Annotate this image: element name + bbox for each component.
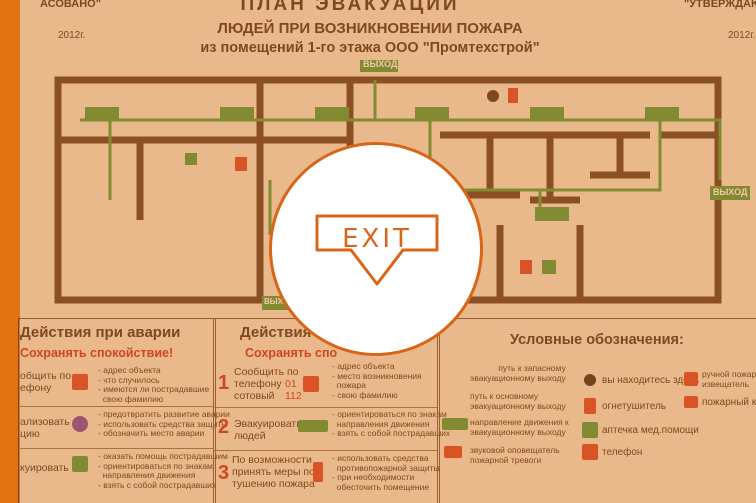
legend-main-exit-path: путь к основному эвакуационному выходу [470, 391, 566, 411]
exit-sign-top: ВЫХОД [363, 59, 398, 69]
fire-subtitle: Сохранять спо [245, 346, 338, 360]
route-signs [85, 88, 679, 274]
legend-direction: направление движения к эвакуационному вы… [470, 417, 569, 437]
legend-spare-exit-path: путь к запасному эвакуационному выходу [470, 363, 566, 383]
route-sign [315, 107, 349, 121]
route-sign [535, 207, 569, 221]
route-sign [415, 107, 449, 121]
accent-bar [0, 0, 20, 503]
you-are-here-icon [487, 90, 499, 102]
first-aid-icon [582, 422, 598, 438]
fire-step-3-notes: - использовать средства противопожарной … [332, 453, 440, 492]
plan-title: ПЛАН ЭВАКУАЦИИ [240, 0, 460, 15]
exit-label: EXIT [342, 224, 412, 254]
accident-panel [18, 318, 216, 503]
alarm-icon [72, 416, 88, 432]
phone-icon [72, 374, 88, 390]
route-sign [530, 107, 564, 121]
fire-step-1-phones: 01 112 [285, 378, 302, 402]
accident-step-1-notes: - адрес объекта - что случилось - имеютс… [98, 365, 210, 404]
accident-step-1-label: общить по ефону [20, 370, 72, 394]
first-aid-icon [72, 456, 88, 472]
phone-icon [582, 444, 598, 460]
fire-hydrant-icon [684, 396, 698, 408]
route-sign-icon [442, 418, 468, 430]
siren-icon [444, 446, 462, 458]
approval-right-date: 2012г. [728, 30, 756, 41]
legend-phone: телефон [602, 447, 643, 458]
legend-first-aid: аптечка мед.помощи [602, 425, 699, 436]
exit-badge [269, 142, 483, 356]
first-aid-icon [542, 260, 556, 274]
divider [20, 448, 214, 449]
extinguisher-icon [508, 88, 518, 103]
approval-left-label: АСОВАНО" [40, 0, 101, 10]
accident-step-2-notes: - предотвратить развитие аварии - исполь… [98, 409, 230, 438]
legend-call-point: ручной пожарный извещатель [702, 369, 756, 389]
plan-company: из помещений 1-го этажа ООО "Промтехстро… [200, 40, 540, 56]
you-are-here-icon [584, 374, 596, 386]
fire-step-1-number: 1 [218, 372, 230, 394]
route-sign-icon [298, 420, 328, 432]
fire-step-1-notes: - адрес объекта - место возникновения по… [332, 361, 422, 400]
plan-subtitle: ЛЮДЕЙ ПРИ ВОЗНИКНОВЕНИИ ПОЖАРА [217, 20, 523, 37]
phone-icon [520, 260, 532, 274]
legend-panel [437, 318, 756, 503]
exit-sign-icon [315, 214, 439, 286]
legend-siren: звуковой оповещатель пожарной тревоги [470, 445, 560, 465]
accident-step-3-label: куировать [20, 462, 69, 474]
fire-step-1-label: Сообщить по телефону сотовый [234, 366, 299, 402]
fire-step-2-notes: - ориентироваться по знакам направления … [332, 409, 451, 438]
fire-step-2-number: 2 [218, 416, 230, 438]
legend-you-are-here: вы находитесь здесь [602, 375, 700, 386]
accident-subtitle: Сохранять спокойствие! [20, 346, 174, 360]
approval-left-date: 2012г. [58, 30, 86, 41]
exit-sign-right: ВЫХОД [713, 187, 748, 197]
divider [214, 450, 438, 451]
accident-step-3-notes: - оказать помощь пострадавшим - ориентир… [98, 451, 228, 490]
phone-icon [303, 376, 319, 392]
route-sign [85, 107, 119, 121]
route-sign [220, 107, 254, 121]
route-sign [645, 107, 679, 121]
accident-title: Действия при аварии [20, 324, 181, 341]
fire-step-3-number: 3 [218, 462, 230, 484]
phone-icon [235, 157, 247, 171]
fire-step-3-label: По возможности принять меры по тушению п… [232, 454, 315, 490]
accident-step-2-label: ализовать цию [20, 416, 70, 440]
legend-title: Условные обозначения: [510, 332, 684, 348]
evacuation-routes [80, 80, 722, 235]
approval-right-label: "УТВЕРЖДАЮ" [684, 0, 756, 10]
extinguisher-icon [313, 462, 323, 482]
first-aid-icon [185, 153, 197, 165]
divider [214, 407, 438, 408]
exit-sign-bottom: ВЫХОД [264, 297, 295, 306]
legend-extinguisher: огнетушитель [602, 401, 667, 412]
extinguisher-icon [584, 398, 596, 414]
manual-call-point-icon [684, 372, 698, 386]
divider [20, 406, 214, 407]
fire-step-2-label: Эвакуировать людей [234, 418, 302, 442]
legend-hydrant: пожарный кр [702, 397, 756, 408]
floor-plan [54, 60, 750, 310]
fire-title: Действия [240, 324, 312, 341]
